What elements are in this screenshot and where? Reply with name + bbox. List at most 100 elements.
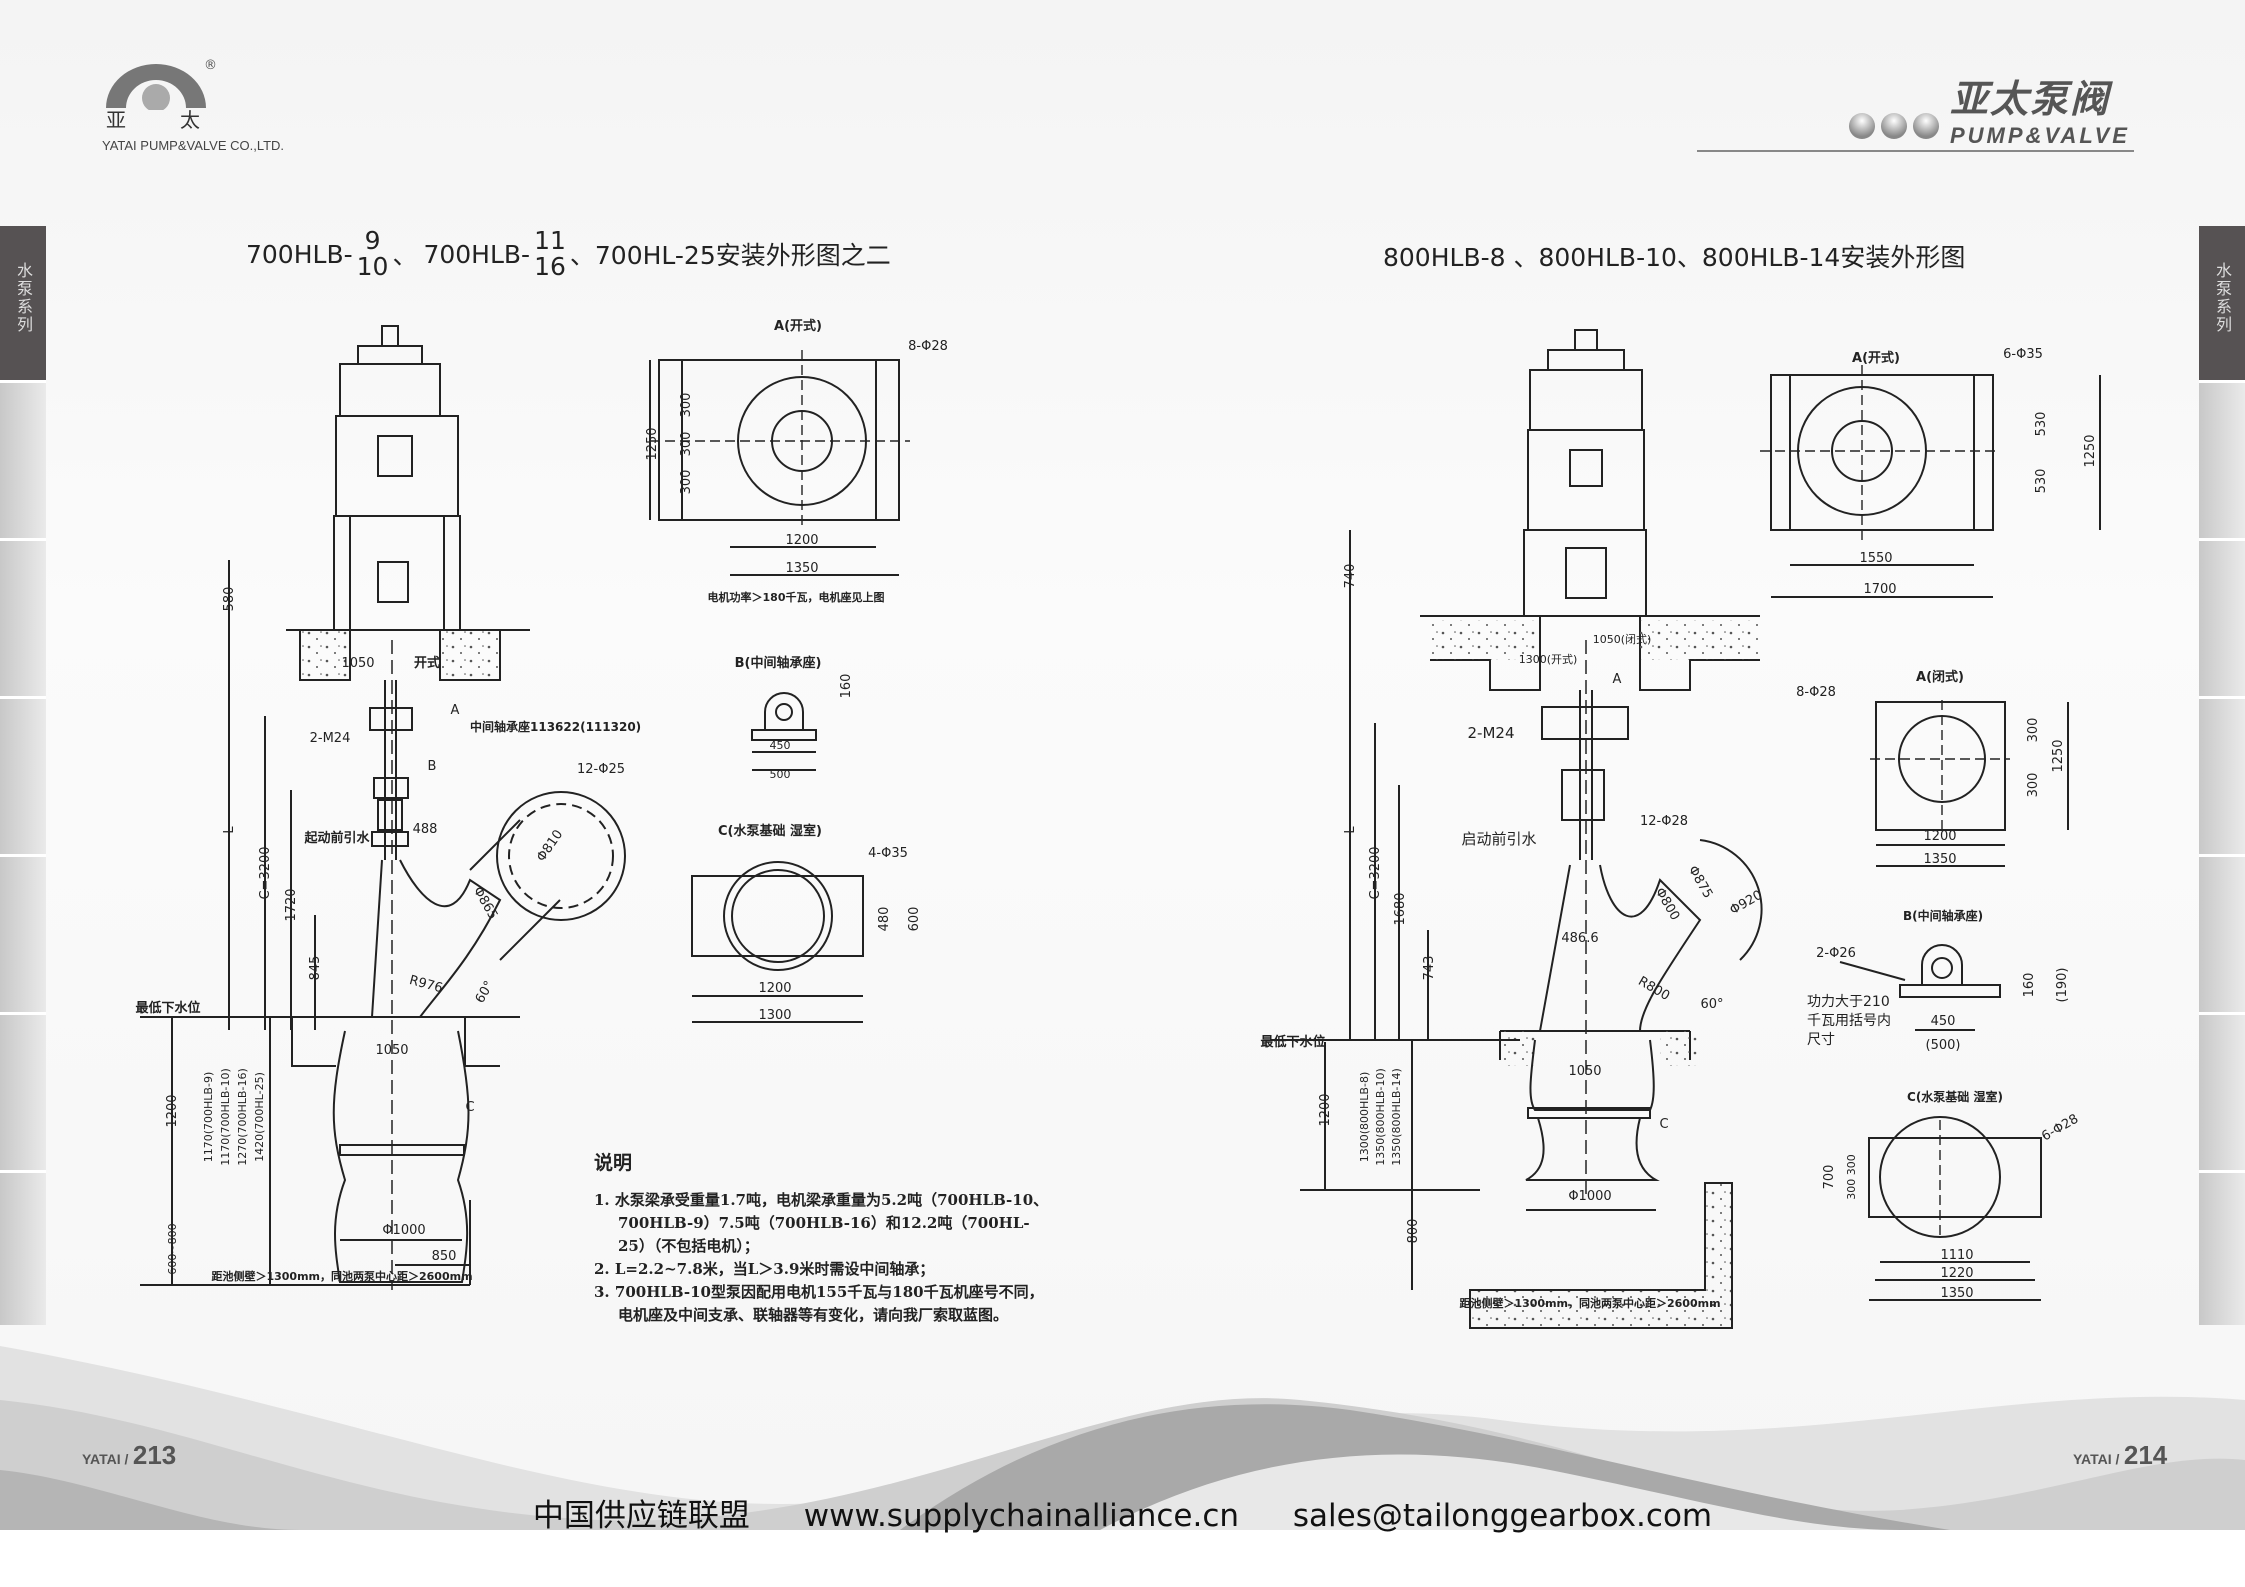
side-tab[interactable] — [0, 854, 46, 1012]
logo-cn-char: 太 — [180, 108, 200, 132]
side-tab-label: 水泵系列 — [14, 262, 33, 334]
label: 距池侧壁＞1300mm，同池两泵中心距＞2600mm — [1459, 1296, 1720, 1310]
title-part: 700HLB- — [423, 239, 531, 269]
side-tab-label: 水泵系列 — [2213, 262, 2232, 334]
brand-cn: 亚太泵阀 — [1950, 77, 2111, 121]
label: 530 — [2034, 412, 2049, 437]
side-tab[interactable] — [2199, 854, 2245, 1012]
label: 600~800 — [166, 1223, 179, 1274]
side-tab-pump-series-right[interactable]: 水泵系列 — [2199, 226, 2245, 380]
label: 800 — [1406, 1219, 1421, 1244]
label: R976 — [408, 973, 445, 996]
right-view-b-bearing — [1839, 944, 2001, 1031]
label: 起动前引水 — [303, 830, 370, 846]
label: 500 — [770, 768, 791, 781]
page-number: 214 — [2123, 1440, 2168, 1470]
label: 2-M24 — [1468, 724, 1515, 742]
label: C — [465, 1100, 474, 1115]
right-drawing-labels: A(开式) 6-Φ35 530 530 1250 1550 1700 740 1… — [1260, 347, 2098, 1310]
label: 8-Φ28 — [1796, 685, 1836, 700]
left-drawing-labels: A(开式) 8-Φ28 1250 300 300 300 1200 1350 电… — [135, 318, 947, 1283]
left-pump-elevation — [140, 325, 626, 1290]
side-tab[interactable] — [2199, 1170, 2245, 1325]
label: 1720 — [284, 888, 299, 921]
label: 1350(800HLB-14) — [1390, 1068, 1403, 1166]
fraction-denominator: 10 — [356, 252, 389, 281]
label: 1170(700HLB-10) — [219, 1068, 232, 1166]
logo-company-name: YATAI PUMP&VALVE CO.,LTD. — [102, 138, 285, 153]
label: C — [1659, 1117, 1668, 1132]
logo-arch-icon — [106, 64, 206, 110]
fraction-numerator: 9 — [364, 226, 381, 255]
right-pump-elevation — [1270, 329, 1763, 1329]
label: 中间轴承座113622(111320) — [470, 719, 641, 734]
label: 530 — [2034, 469, 2049, 494]
label: 300 — [679, 470, 694, 495]
label: 300 — [679, 393, 694, 418]
label: 1680 — [1393, 892, 1408, 925]
right-view-a-open — [1760, 365, 2101, 598]
label: Φ800 — [1652, 885, 1683, 923]
side-tab[interactable] — [0, 696, 46, 854]
label: R800 — [1635, 974, 1672, 1004]
label: C(水泵基础 湿室) — [718, 823, 822, 839]
label: 1300 — [758, 1008, 791, 1023]
label: 1200 — [1318, 1093, 1333, 1126]
label: (190) — [2055, 968, 2070, 1003]
label: (500) — [1926, 1038, 1961, 1053]
footer-watermark: 中国供应链联盟 www.supplychainalliance.cn sales… — [0, 1490, 2245, 1535]
left-view-c-foundation — [691, 861, 864, 1023]
logo-cn-char: 亚 — [106, 108, 126, 132]
footer-website[interactable]: www.supplychainalliance.cn — [803, 1498, 1240, 1534]
label: 488 — [413, 822, 438, 837]
side-tab[interactable] — [0, 380, 46, 538]
label: 1250 — [2051, 739, 2066, 772]
label: 尺寸 — [1807, 1032, 1835, 1048]
side-tab[interactable] — [2199, 538, 2245, 696]
left-view-b-bearing — [751, 692, 817, 771]
label: 300 — [2026, 773, 2041, 798]
page-number: 213 — [132, 1440, 177, 1470]
label: 160 — [2022, 973, 2037, 998]
label: 1050 — [1568, 1064, 1601, 1079]
label: 300 — [2026, 718, 2041, 743]
label: 1050 — [375, 1043, 408, 1058]
right-page-title: 800HLB-8 、800HLB-10、800HLB-14安装外形图 — [1383, 243, 1966, 272]
side-tab[interactable] — [0, 538, 46, 696]
header-divider — [1697, 150, 2134, 152]
label: L — [222, 826, 237, 834]
label: 1350(800HLB-10) — [1374, 1068, 1387, 1166]
label: 1250 — [645, 427, 660, 460]
label: 1270(700HLB-16) — [236, 1068, 249, 1166]
label: 1350 — [1923, 852, 1956, 867]
fraction-numerator: 11 — [534, 226, 566, 255]
label: A(开式) — [1852, 350, 1900, 366]
label: A(开式) — [774, 318, 822, 334]
label: 300 — [679, 432, 694, 457]
page-background — [0, 0, 2245, 1530]
right-view-a-closed — [1870, 700, 2069, 867]
side-tab-pump-series[interactable]: 水泵系列 — [0, 226, 46, 380]
side-tab[interactable] — [0, 1170, 46, 1325]
title-part: 、700HL-25安装外形图之二 — [569, 241, 891, 270]
brand-en: PUMP&VALVE — [1950, 123, 2130, 148]
label: 450 — [770, 739, 791, 752]
label: 1250 — [2083, 434, 2098, 467]
label: 12-Φ28 — [1640, 814, 1688, 829]
label: 2-M24 — [310, 731, 351, 746]
footer-wave-band — [0, 1346, 2245, 1530]
side-tab[interactable] — [2199, 380, 2245, 538]
label: 1200 — [758, 981, 791, 996]
title-part: 、 — [392, 241, 418, 270]
label: Φ875 — [1685, 863, 1716, 901]
label: C=3200 — [1368, 846, 1383, 899]
footer-email[interactable]: sales@tailonggearbox.com — [1292, 1498, 1713, 1534]
side-tab[interactable] — [2199, 696, 2245, 854]
page-number-right: YATAI / 214 — [2073, 1440, 2167, 1471]
side-tab[interactable] — [2199, 1012, 2245, 1170]
label: 4-Φ35 — [868, 846, 908, 861]
side-tab[interactable] — [0, 1012, 46, 1170]
